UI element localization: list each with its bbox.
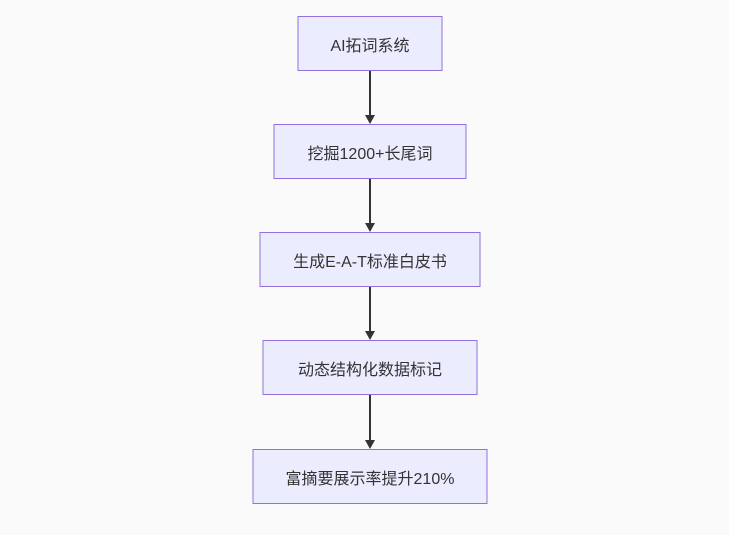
- node-label: 富摘要展示率提升210%: [285, 470, 455, 488]
- arrow-line: [369, 179, 371, 223]
- arrow-line: [369, 287, 371, 331]
- flow-arrow-1: [364, 71, 376, 124]
- arrow-line: [369, 395, 371, 440]
- arrow-line: [369, 71, 371, 115]
- flowchart-node-structured-data-markup: 动态结构化数据标记: [262, 340, 478, 395]
- flow-arrow-4: [364, 395, 376, 449]
- flow-arrow-3: [364, 287, 376, 340]
- node-label: 挖掘1200+长尾词: [307, 145, 433, 163]
- arrowhead-icon: [365, 223, 375, 232]
- node-label: AI拓词系统: [330, 37, 410, 55]
- node-label: 生成E-A-T标准白皮书: [293, 253, 447, 271]
- node-label: 动态结构化数据标记: [297, 361, 442, 379]
- flowchart-node-ai-keyword-system: AI拓词系统: [297, 16, 443, 71]
- arrowhead-icon: [365, 440, 375, 449]
- arrowhead-icon: [365, 331, 375, 340]
- arrowhead-icon: [365, 115, 375, 124]
- flow-arrow-2: [364, 179, 376, 232]
- flowchart-node-rich-snippet-result: 富摘要展示率提升210%: [252, 449, 488, 504]
- flowchart-node-eat-whitepaper: 生成E-A-T标准白皮书: [259, 232, 481, 287]
- flowchart-node-longtail-mining: 挖掘1200+长尾词: [273, 124, 467, 179]
